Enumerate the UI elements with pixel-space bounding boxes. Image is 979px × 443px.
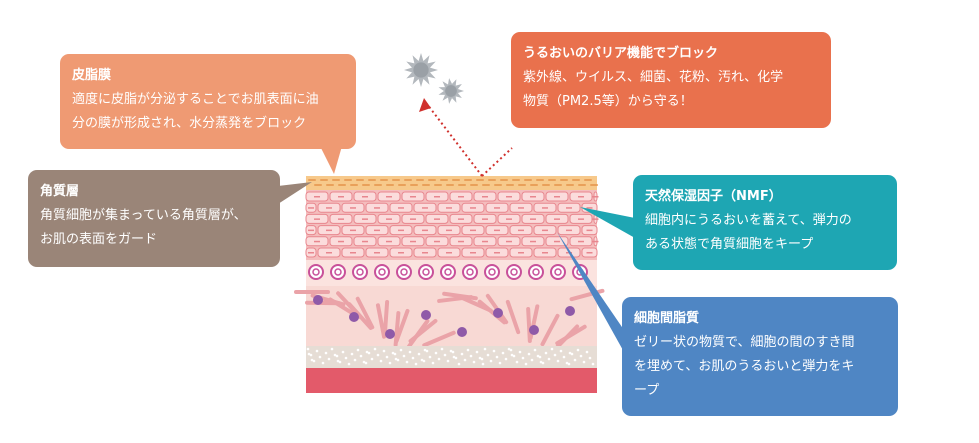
stratum-corneum-callout: 角質層 角質細胞が集まっている角質層が、 お肌の表面をガード [28,170,280,267]
sebum-film-text: 適度に皮脂が分泌することでお肌表面に油 分の膜が形成され、水分蒸発をブロック [72,88,344,136]
stratum-corneum-text: 角質細胞が集まっている角質層が、 お肌の表面をガード [40,204,268,252]
deflect-arrow [419,98,512,176]
bottom-layer [306,368,597,393]
barrier-title: うるおいのバリア機能でブロック [523,42,819,66]
skin-cross-section [294,176,605,393]
stratum-corneum-title: 角質層 [40,180,268,204]
sebum-film-layer [306,176,597,190]
virus-particle-icon [404,53,438,87]
intercellular-lipid-callout: 細胞間脂質 ゼリー状の物質で、細胞の間のすき間 を埋めて、お肌のうるおいと弾力を… [622,297,898,416]
intercellular-lipid-title: 細胞間脂質 [634,307,886,331]
sebum-pointer [320,146,342,174]
barrier-text: 紫外線、ウイルス、細菌、花粉、汚れ、化学 物質（PM2.5等）から守る！ [523,66,819,114]
virus-particle-icon [439,78,465,104]
nmf-callout: 天然保湿因子（NMF） 細胞内にうるおいを蓄えて、弾力の ある状態で角質細胞をキ… [633,175,897,270]
nmf-text: 細胞内にうるおいを蓄えて、弾力の ある状態で角質細胞をキープ [645,209,885,257]
sebum-film-title: 皮脂膜 [72,64,344,88]
sebum-film-callout: 皮脂膜 適度に皮脂が分泌することでお肌表面に油 分の膜が形成され、水分蒸発をブロ… [60,54,356,149]
nmf-title: 天然保湿因子（NMF） [645,185,885,209]
barrier-callout: うるおいのバリア機能でブロック 紫外線、ウイルス、細菌、花粉、汚れ、化学 物質（… [511,32,831,128]
intercellular-lipid-text: ゼリー状の物質で、細胞の間のすき間 を埋めて、お肌のうるおいと弾力をキ ープ [634,331,886,403]
